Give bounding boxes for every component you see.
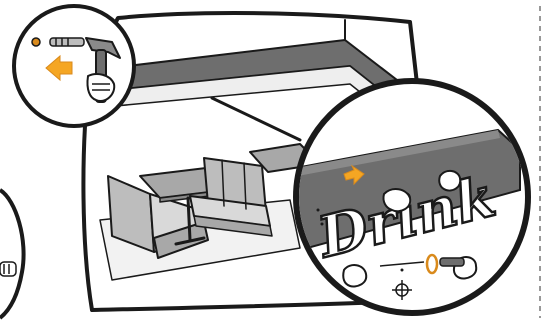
detail-circle-partial: [0, 190, 24, 318]
detail-circle-sign: Drink: [296, 81, 528, 313]
detail-circle-hammer: [14, 6, 134, 126]
hand-icon: [0, 262, 16, 276]
wall-anchor-icon: [32, 38, 84, 46]
